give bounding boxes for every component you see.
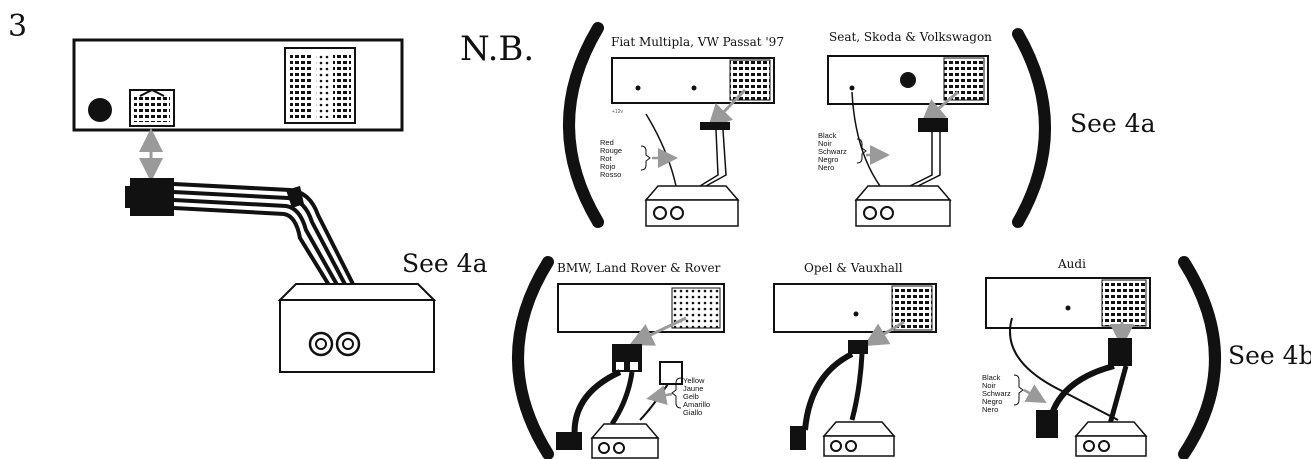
see-4b-label: See 4b xyxy=(1228,341,1311,370)
step-number: 3 xyxy=(8,9,27,44)
audi-title: Audi xyxy=(1057,257,1086,271)
svg-text:Rojo: Rojo xyxy=(600,162,615,171)
audi-panel: Audi Black Noir Schwarz Negro Nero xyxy=(982,257,1151,457)
svg-text:Giallo: Giallo xyxy=(683,408,702,417)
svg-text:Black: Black xyxy=(982,373,1001,382)
right-bracket-top xyxy=(1012,28,1051,228)
opel-arrow xyxy=(863,320,905,347)
svg-text:Noir: Noir xyxy=(982,381,996,390)
svg-text:Rot: Rot xyxy=(600,154,613,163)
main-diagram xyxy=(72,38,437,373)
svg-text:Nero: Nero xyxy=(818,163,834,172)
seat-title: Seat, Skoda & Volkswagon xyxy=(829,30,992,44)
interface-box xyxy=(277,283,437,373)
fiat-wire-labels: Red Rouge Rot Rojo Rosso xyxy=(600,138,622,179)
svg-text:Rouge: Rouge xyxy=(600,146,622,155)
svg-text:Gelb: Gelb xyxy=(683,392,699,401)
plug-connector xyxy=(130,178,174,216)
svg-text:Noir: Noir xyxy=(818,139,832,148)
left-bracket-top xyxy=(563,22,604,228)
bmw-wire-labels: Yellow Jaune Gelb Amarillo Giallo xyxy=(683,376,710,417)
bmw-panel: BMW, Land Rover & Rover Yellow Jaune Gel… xyxy=(556,261,725,459)
svg-text:Negro: Negro xyxy=(982,397,1002,406)
see-4a-main-label: See 4a xyxy=(402,249,488,278)
svg-text:Black: Black xyxy=(818,131,837,140)
radio-connector xyxy=(129,88,175,127)
seat-panel: Seat, Skoda & Volkswagon Black Noir Schw… xyxy=(818,30,992,227)
fiat-panel: Fiat Multipla, VW Passat '97 +12v Red Ro… xyxy=(600,35,784,227)
svg-text:Nero: Nero xyxy=(982,405,998,414)
antenna-socket xyxy=(88,98,112,122)
seat-wire-labels: Black Noir Schwarz Negro Nero xyxy=(818,131,847,172)
svg-text:Schwarz: Schwarz xyxy=(982,389,1011,398)
left-bracket-bottom xyxy=(512,256,554,459)
cable-bundle xyxy=(173,182,358,292)
opel-panel: Opel & Vauxhall xyxy=(773,261,937,457)
fiat-arrow xyxy=(707,88,747,129)
right-bracket-bottom xyxy=(1178,256,1221,459)
svg-text:Negro: Negro xyxy=(818,155,838,164)
svg-text:Red: Red xyxy=(600,138,614,147)
seat-arrow xyxy=(920,90,959,124)
see-4a-top-label: See 4a xyxy=(1070,109,1156,138)
nb-label: N.B. xyxy=(460,29,534,69)
fiat-title: Fiat Multipla, VW Passat '97 xyxy=(611,35,784,49)
svg-text:Amarillo: Amarillo xyxy=(683,400,710,409)
svg-text:Rosso: Rosso xyxy=(600,170,621,179)
fiat-tag: +12v xyxy=(612,109,623,115)
radio-iso-block xyxy=(284,47,356,124)
audi-wire-labels: Black Noir Schwarz Negro Nero xyxy=(982,373,1011,414)
svg-text:Schwarz: Schwarz xyxy=(818,147,847,156)
svg-text:Jaune: Jaune xyxy=(683,384,703,393)
bmw-arrow xyxy=(629,316,687,346)
opel-title: Opel & Vauxhall xyxy=(804,261,903,275)
svg-text:Yellow: Yellow xyxy=(683,376,705,385)
bmw-title: BMW, Land Rover & Rover xyxy=(557,261,721,275)
